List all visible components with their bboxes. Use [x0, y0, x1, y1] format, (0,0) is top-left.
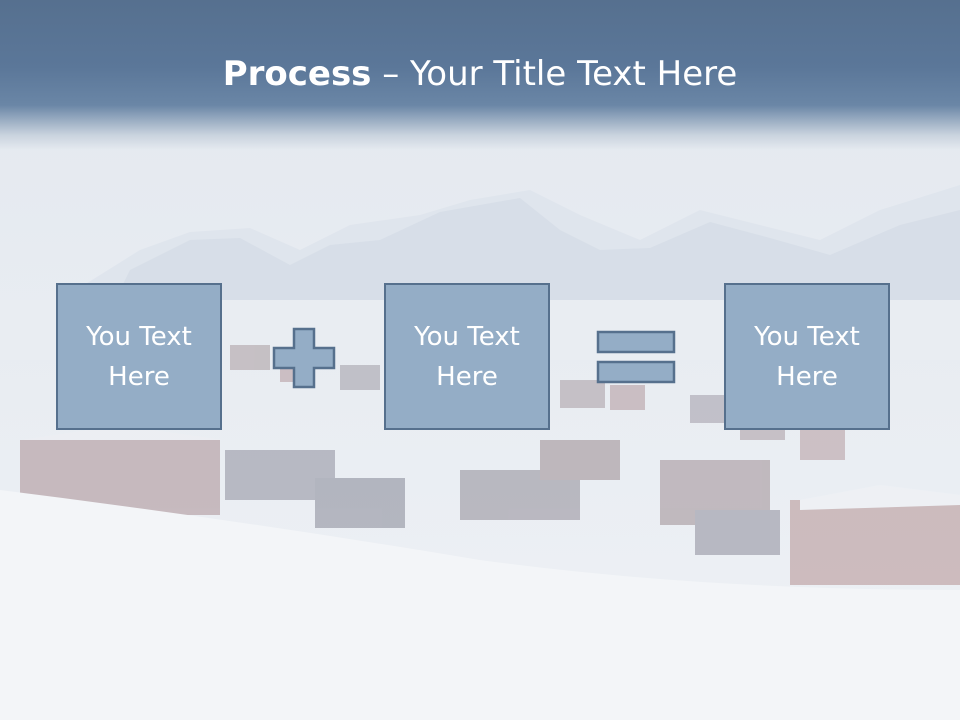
- process-box-2-label: You Text Here: [414, 321, 520, 392]
- title-rest: – Your Title Text Here: [371, 54, 738, 94]
- process-box-1-label: You Text Here: [86, 321, 192, 392]
- process-box-2[interactable]: You Text Here: [384, 283, 550, 430]
- process-box-3-label: You Text Here: [754, 321, 860, 392]
- process-box-3[interactable]: You Text Here: [724, 283, 890, 430]
- title-bold: Process: [222, 54, 372, 94]
- slide-title: Process – Your Title Text Here: [0, 52, 960, 96]
- process-box-1[interactable]: You Text Here: [56, 283, 222, 430]
- title-bar: [0, 0, 960, 150]
- plus-icon: [272, 327, 336, 389]
- equals-icon: [596, 330, 676, 384]
